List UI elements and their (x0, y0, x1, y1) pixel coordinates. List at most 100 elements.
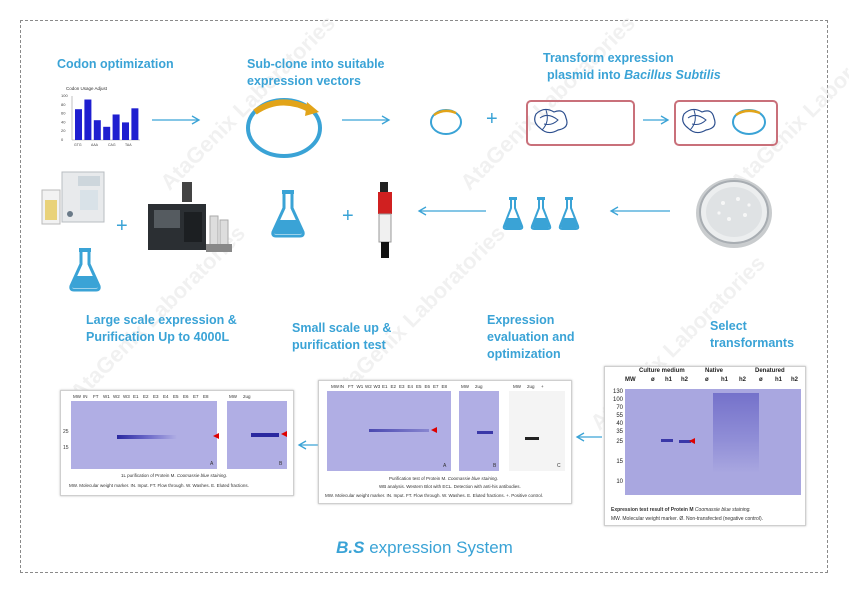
arrow-left-icon (417, 206, 486, 216)
lane-label: E2 (143, 394, 149, 399)
page-title: B.S expression System (336, 538, 513, 557)
lane-label: W3 (373, 384, 381, 389)
lane-label: E5 (173, 394, 179, 399)
transformed-cell-box (674, 100, 778, 146)
bacillus-subtilis: Bacillus Subtilis (624, 68, 721, 82)
lane-label: MW (461, 384, 469, 389)
codon-ytick: 80 (61, 102, 66, 107)
codon-ytick: 0 (61, 137, 64, 142)
flask-icon (271, 190, 305, 238)
plus-icon: + (116, 215, 128, 237)
lane-label: MW (513, 384, 521, 389)
step-select-line2: transformants (710, 336, 795, 350)
arrow-right-icon (152, 115, 201, 125)
lane-label: 2ug (527, 384, 535, 389)
lane-label: W2 (365, 384, 372, 389)
western-blot-band (525, 437, 539, 440)
mw-marker: 15 (63, 445, 69, 451)
plus-icon: + (342, 205, 354, 227)
step-expression-evaluation: Expression evaluation and optimization (487, 312, 575, 363)
codon-ytick: 60 (61, 111, 66, 116)
arrow-left-icon (609, 206, 670, 216)
lane-label: E8 (203, 394, 209, 399)
gel-legend: MW. Molecular weight marker. IN. Input. … (325, 493, 544, 498)
bacillus-icon (534, 108, 568, 134)
lane-label: E4 (163, 394, 169, 399)
step-large-scale-line2: Purification Up to 4000L (86, 330, 230, 344)
codon-xtick: CAG (108, 143, 116, 147)
flask-icon (69, 248, 101, 292)
lane-label: 2ug (475, 384, 483, 389)
lane-label: W3 (123, 394, 130, 399)
mw-marker: 25 (616, 439, 623, 445)
gel-legend: MW. Molecular weight marker. Ø. Non-tran… (611, 516, 764, 522)
plus-icon: + (486, 108, 498, 130)
lane-label: 2ug (243, 394, 251, 399)
step-select-line1: Select (710, 319, 747, 333)
step-small-scale-line2: purification test (292, 338, 386, 352)
protein-band (117, 435, 177, 439)
bioreactor-icon (41, 171, 105, 225)
codon-xtick: AAA (91, 143, 99, 147)
gel-wb-note: WB analysis. Western Blot with ECL. Dete… (379, 484, 521, 489)
gel-legend: MW. Molecular weight marker. IN. Input. … (69, 483, 249, 488)
arrow-right-icon (342, 115, 391, 125)
codon-chart-title: Codon Usage Adjust (66, 86, 108, 91)
red-arrow-icon (689, 438, 695, 444)
mw-marker: 55 (616, 413, 623, 419)
mw-marker: 130 (612, 389, 623, 395)
plasmid-icon (732, 109, 766, 135)
codon-xtick: GTG (74, 143, 82, 147)
step-small-scale-line1: Small scale up & (292, 321, 392, 335)
step-subclone: Sub-clone into suitable expression vecto… (247, 56, 385, 90)
codon-ytick: 20 (61, 128, 66, 133)
purification-system-icon (148, 182, 232, 252)
lane-label: MW (331, 384, 339, 389)
codon-bar (93, 120, 101, 140)
lane-label: E7 (193, 394, 199, 399)
lane-label: MW (73, 394, 81, 399)
plasmid-icon (430, 109, 462, 135)
lane-label: + (541, 384, 544, 389)
codon-ytick: 40 (61, 119, 66, 124)
mw-marker: 25 (63, 429, 69, 435)
lane-label: MW (229, 394, 237, 399)
lane-label: ø (705, 377, 709, 383)
lane-label: h1 (721, 377, 729, 383)
lane-label: E6 (183, 394, 189, 399)
lane-label: MW (625, 377, 636, 383)
step-eval-line1: Expression (487, 313, 555, 327)
step-transform: Transform expression plasmid into Bacill… (543, 50, 721, 84)
lane-label: E3 (399, 384, 405, 389)
step-large-scale-line1: Large scale expression & (86, 313, 237, 327)
lane-label: E1 (133, 394, 139, 399)
protein-band (679, 440, 691, 443)
step-select-transformants: Select transformants (710, 318, 794, 352)
step-eval-line3: optimization (487, 347, 561, 361)
step-transform-line1: Transform expression (543, 51, 674, 65)
lane-label: FT (348, 384, 354, 389)
protein-band (369, 429, 429, 432)
protein-band (661, 439, 673, 442)
red-arrow-icon (431, 427, 437, 433)
lane-label: ø (651, 377, 655, 383)
lane-label: E3 (153, 394, 159, 399)
step-subclone-line2: expression vectors (247, 74, 361, 88)
mw-marker: 70 (616, 405, 623, 411)
flask-group-icon (502, 197, 580, 230)
gel-caption: Purification test of Protein M. Coomassi… (389, 476, 499, 481)
step-subclone-line1: Sub-clone into suitable (247, 57, 385, 71)
step-small-scale: Small scale up & purification test (292, 320, 391, 354)
lane-label: E1 (382, 384, 388, 389)
petri-dish-icon (696, 178, 772, 248)
mw-marker: 10 (616, 479, 623, 485)
protein-band (251, 433, 279, 437)
lane-label: ø (759, 377, 763, 383)
gel-group-label: Native (705, 368, 724, 374)
panel-label: B (493, 463, 497, 469)
red-arrow-icon (213, 433, 219, 439)
